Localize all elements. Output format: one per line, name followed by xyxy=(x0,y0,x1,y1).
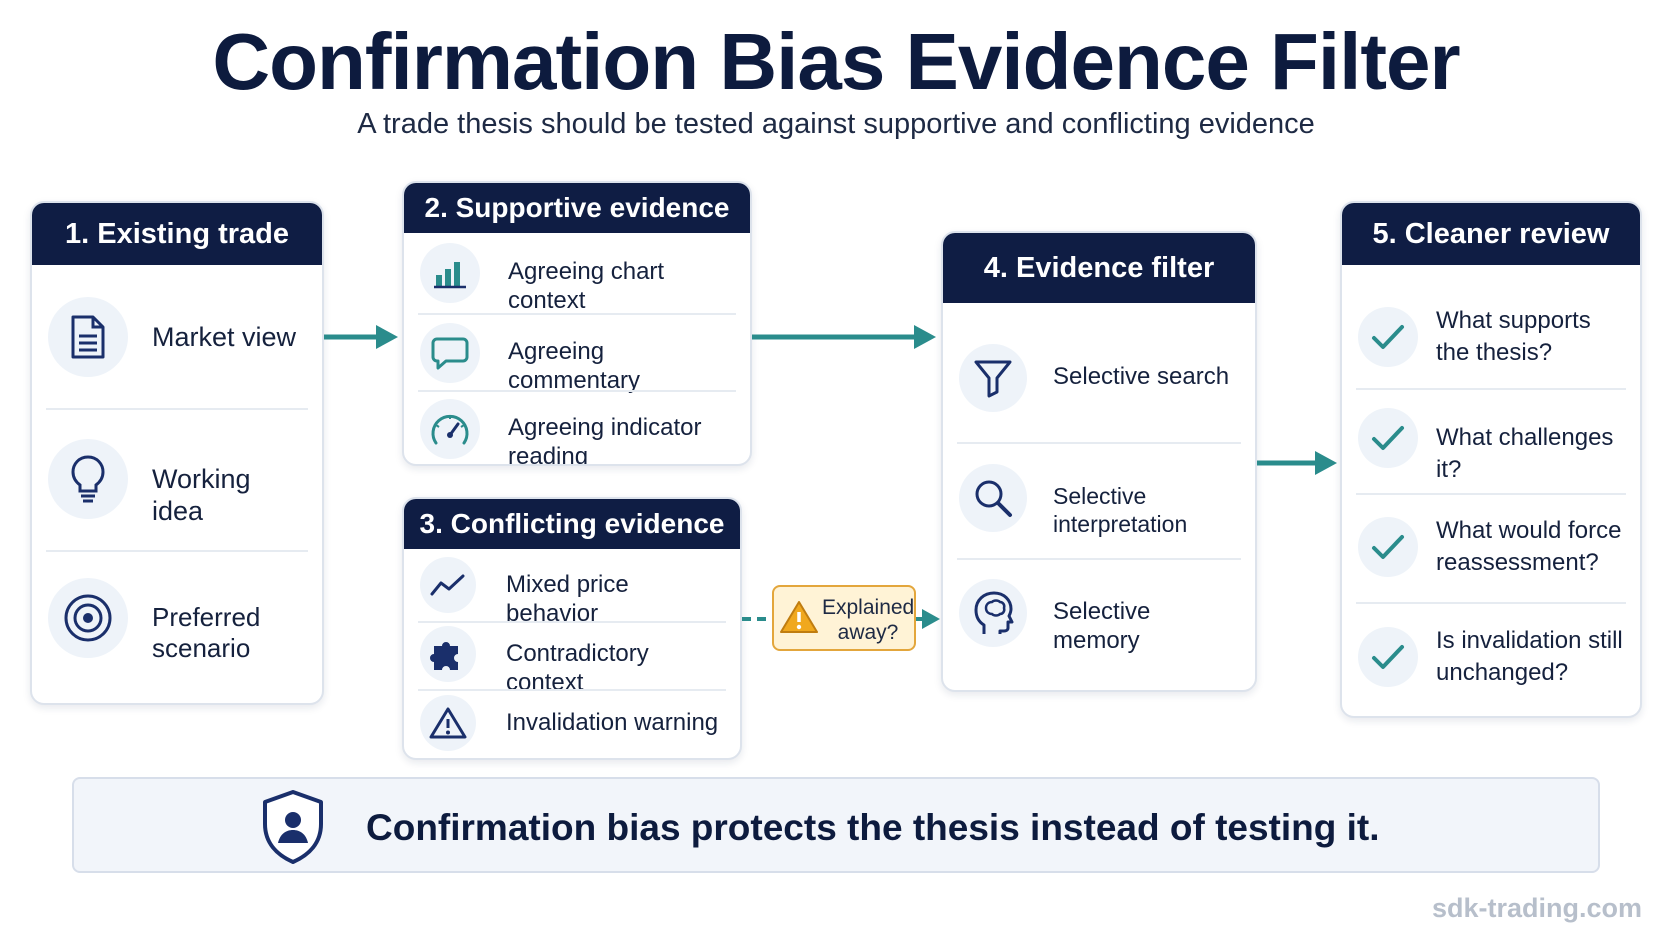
source-watermark: sdk-trading.com xyxy=(1431,893,1642,923)
divider xyxy=(418,689,726,691)
filter-item-label: Selective interpretation xyxy=(1053,483,1188,537)
arrow-filter-to-review xyxy=(1257,451,1337,475)
brain-head-icon xyxy=(959,579,1027,647)
thesis-item-market-view: Market view xyxy=(46,295,308,379)
thesis-item-label: Preferred scenario xyxy=(152,602,261,664)
review-item: What supports the thesis? xyxy=(1356,295,1626,379)
speech-bubble-icon xyxy=(420,323,480,383)
warning-triangle-icon xyxy=(420,695,476,751)
thesis-card: 1. Existing trade thesis Market view Wor… xyxy=(30,201,324,705)
divider xyxy=(418,390,736,392)
check-icon xyxy=(1358,517,1418,577)
review-item: What would force reassessment? xyxy=(1356,505,1626,589)
magnifier-icon xyxy=(959,464,1027,532)
explained-away-note: Explained away? xyxy=(772,585,916,651)
review-item-label: What would force reassessment? xyxy=(1436,517,1622,576)
divider xyxy=(957,558,1241,560)
conflicting-heading: 3. Conflicting evidence xyxy=(404,499,740,549)
filter-item: Selective memory xyxy=(957,577,1241,654)
check-icon xyxy=(1358,627,1418,687)
explained-away-text: Explained away? xyxy=(822,596,915,644)
page-subtitle: A trade thesis should be tested against … xyxy=(357,108,1315,140)
review-card: 5. Cleaner review What supports the thes… xyxy=(1340,201,1642,718)
review-item: Is invalidation still unchanged? xyxy=(1356,615,1626,699)
thesis-heading: 1. Existing trade thesis xyxy=(32,203,322,312)
review-item-label: What challenges it? xyxy=(1436,424,1614,483)
arrow-conflicting-to-filter-dashed xyxy=(742,609,940,629)
thesis-item-preferred-scenario: Preferred scenario xyxy=(46,576,308,663)
supportive-item: Agreeing chart context xyxy=(418,241,736,314)
filter-heading: 4. Evidence filter xyxy=(943,233,1255,303)
thesis-item-working-idea: Working idea xyxy=(46,437,308,526)
trend-line-icon xyxy=(420,557,476,613)
conflicting-item-label: Mixed price behavior xyxy=(506,571,629,627)
conclusion-text: Confirmation bias protects the thesis in… xyxy=(366,807,1380,848)
review-item-label: Is invalidation still unchanged? xyxy=(1436,627,1623,686)
target-icon xyxy=(48,578,128,658)
supportive-heading: 2. Supportive evidence xyxy=(404,183,750,233)
conflicting-item-label: Invalidation warning xyxy=(506,709,719,736)
gauge-icon xyxy=(420,399,480,459)
warning-icon xyxy=(780,600,818,639)
supportive-item: Agreeing commentary xyxy=(418,321,736,394)
filter-item-label: Selective search xyxy=(1053,363,1230,390)
conflicting-card: 3. Conflicting evidence Mixed price beha… xyxy=(402,497,742,760)
conflicting-item: Invalidation warning xyxy=(418,693,726,753)
conflicting-item-label: Contradictory context xyxy=(506,640,649,696)
review-item-label: What supports the thesis? xyxy=(1436,307,1591,366)
review-item: What challenges it? xyxy=(1356,403,1626,483)
check-icon xyxy=(1358,307,1418,367)
puzzle-piece-icon xyxy=(420,626,476,682)
thesis-item-label: Working idea xyxy=(152,464,251,527)
bar-chart-icon xyxy=(420,243,480,303)
funnel-icon xyxy=(959,344,1027,412)
arrow-supportive-to-filter xyxy=(752,325,936,349)
divider xyxy=(1356,602,1626,604)
supportive-item: Agreeing indicator reading xyxy=(418,397,736,464)
document-icon xyxy=(48,297,128,377)
conflicting-item: Mixed price behavior xyxy=(418,555,726,627)
divider xyxy=(957,442,1241,444)
supportive-item-label: Agreeing chart context xyxy=(508,258,665,314)
arrow-thesis-to-supportive xyxy=(324,325,398,349)
shield-user-icon xyxy=(260,789,326,870)
filter-item: Selective search xyxy=(957,342,1241,412)
conclusion-banner: Confirmation bias protects the thesis in… xyxy=(72,777,1600,873)
filter-card: 4. Evidence filter Selective search Sele… xyxy=(941,231,1257,692)
filter-item: Selective interpretation xyxy=(957,462,1241,537)
supportive-card: 2. Supportive evidence Agreeing chart co… xyxy=(402,181,752,466)
lightbulb-icon xyxy=(48,439,128,519)
divider xyxy=(418,313,736,315)
supportive-item-label: Agreeing indicator reading xyxy=(508,414,702,466)
divider xyxy=(46,550,308,552)
divider xyxy=(46,408,308,410)
divider xyxy=(1356,388,1626,390)
check-icon xyxy=(1358,408,1418,468)
divider xyxy=(1356,493,1626,495)
divider xyxy=(418,621,726,623)
supportive-item-label: Agreeing commentary xyxy=(508,338,641,394)
filter-item-label: Selective memory xyxy=(1053,598,1151,654)
review-heading: 5. Cleaner review xyxy=(1342,203,1640,265)
thesis-item-label: Market view xyxy=(152,322,297,352)
conflicting-item: Contradictory context xyxy=(418,624,726,696)
page-title: Confirmation Bias Evidence Filter xyxy=(212,17,1460,106)
